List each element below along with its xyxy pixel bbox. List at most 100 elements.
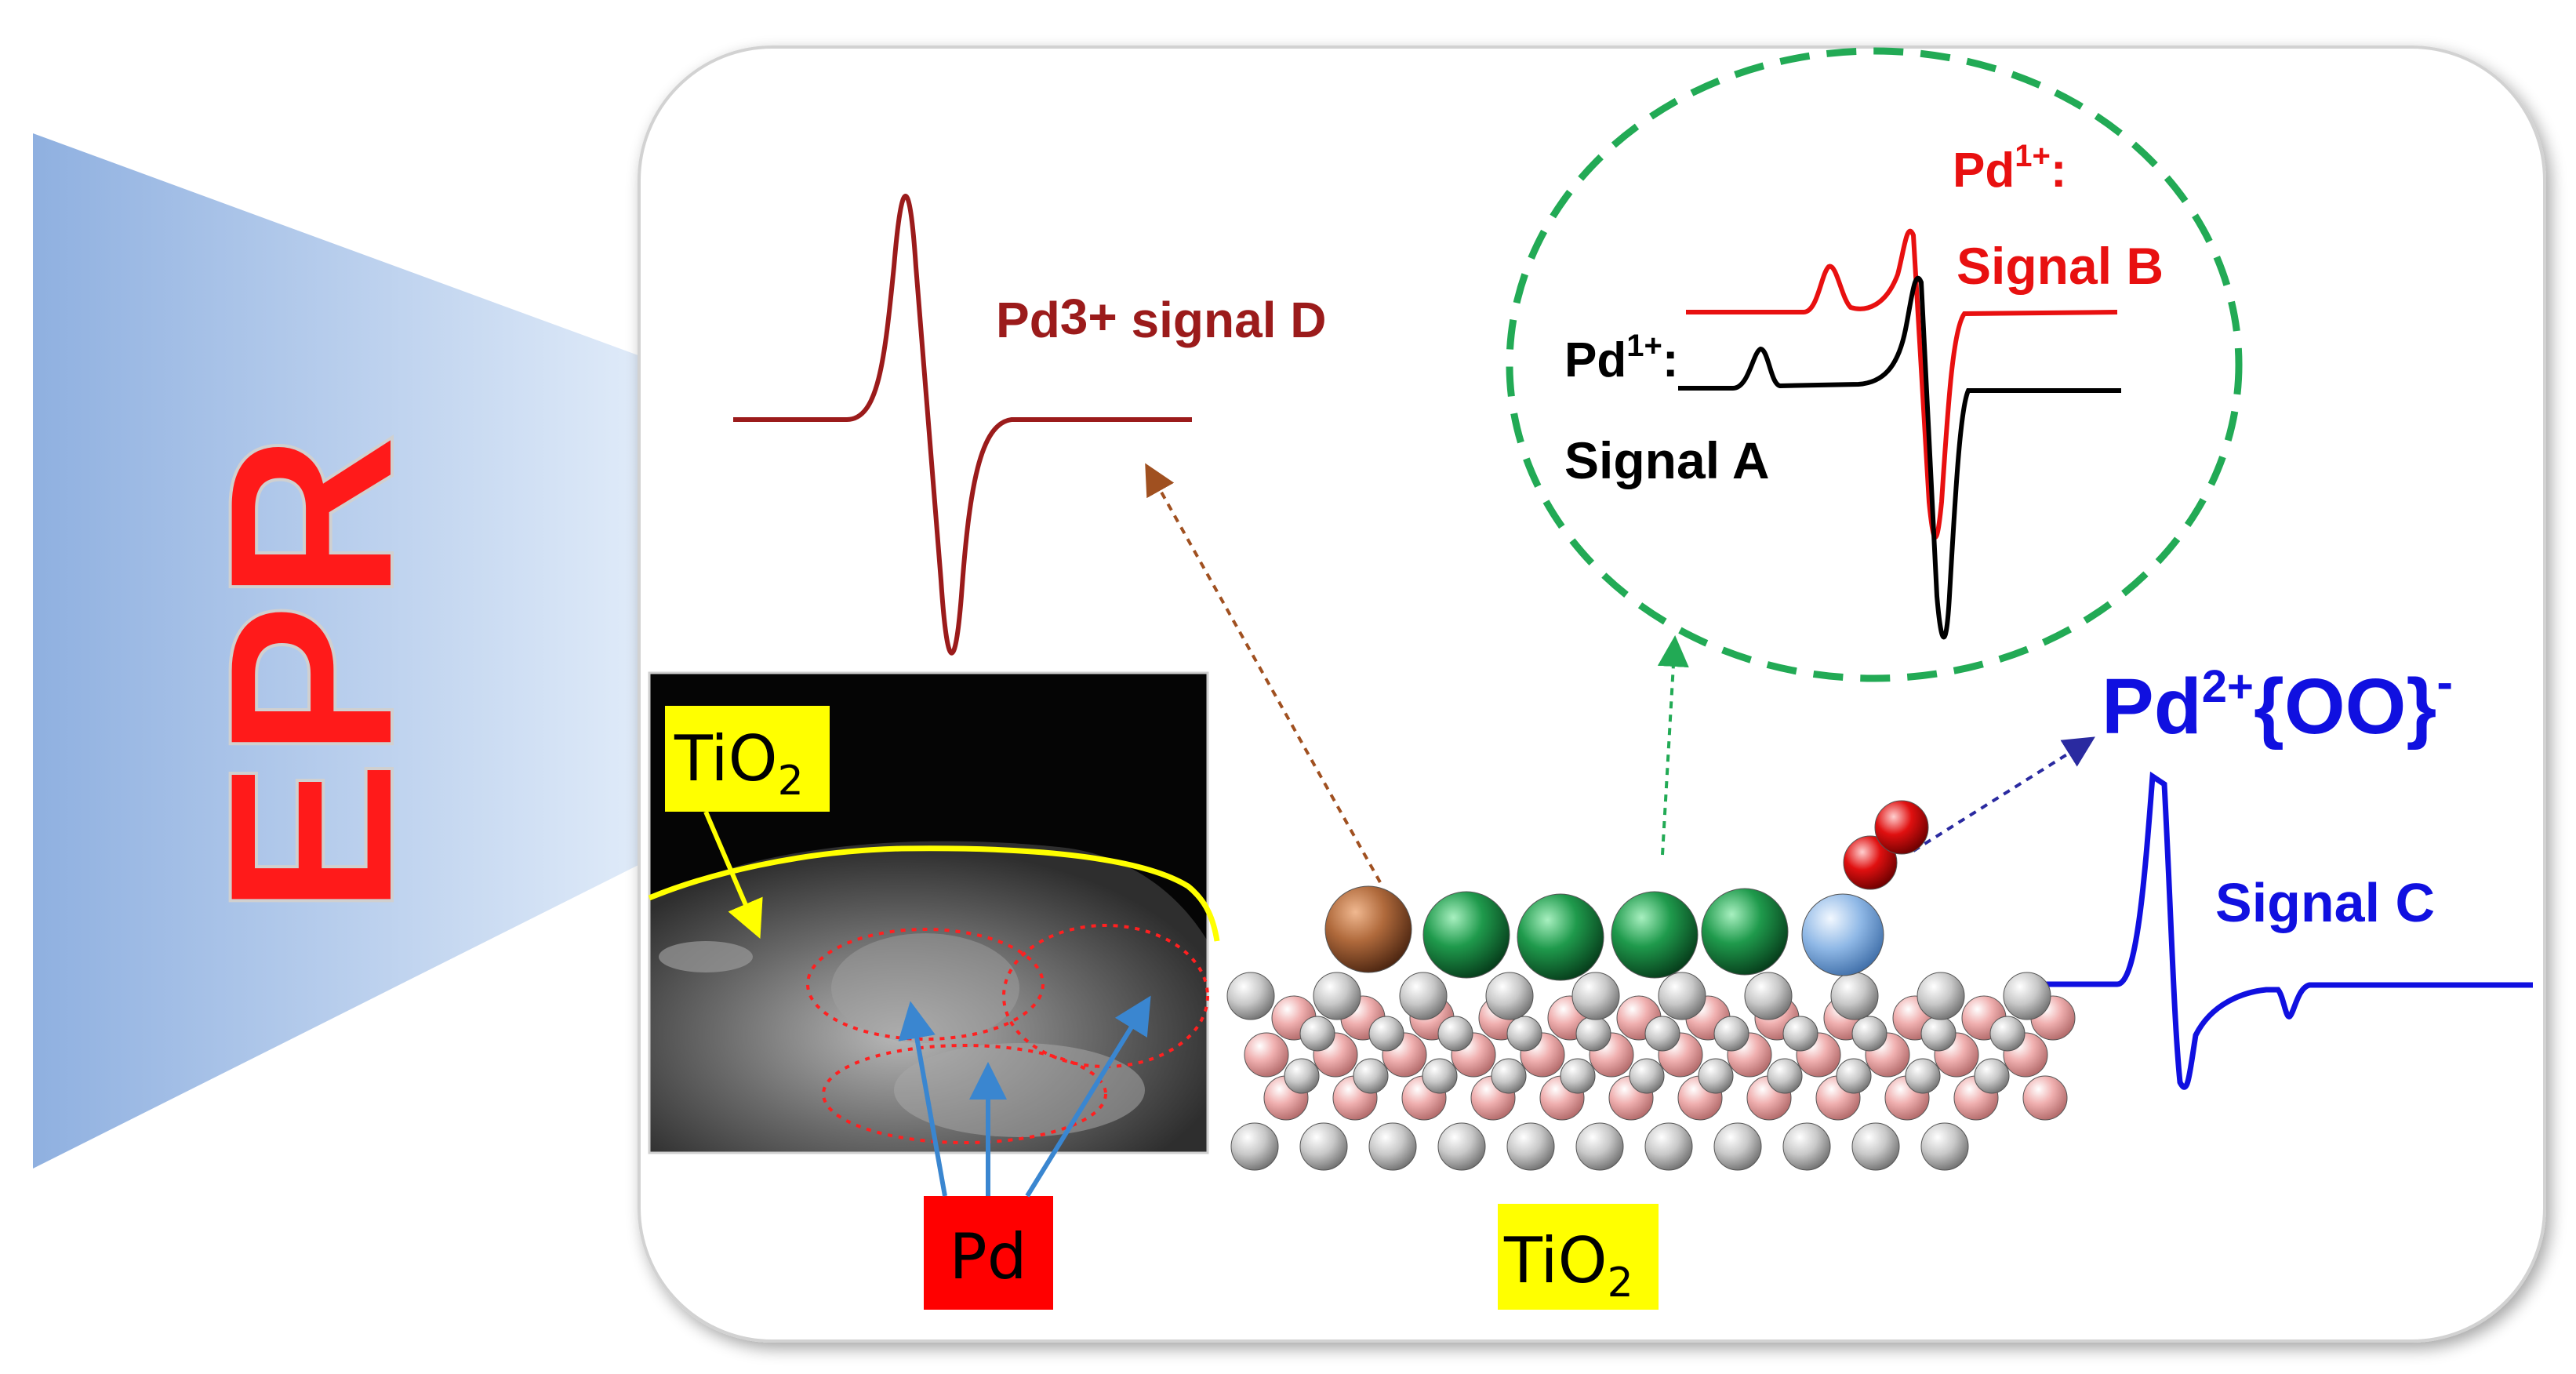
signal-c-species-label: Pd2+{OO}- bbox=[2102, 656, 2453, 751]
signal-c-species: Pd bbox=[2102, 663, 2202, 751]
signal-b-colon: : bbox=[2051, 144, 2067, 198]
epr-beam bbox=[33, 133, 674, 1169]
ti-atom bbox=[1782, 1122, 1831, 1171]
arrow-to-signal-d bbox=[1145, 463, 1382, 883]
signal-d-prefix: Pd bbox=[996, 292, 1060, 348]
pd-atom-green bbox=[1422, 891, 1510, 979]
ti-atom bbox=[1368, 1016, 1404, 1052]
adsorbed-atoms bbox=[1324, 800, 1929, 981]
ti-atom bbox=[1368, 1122, 1417, 1171]
tio2-lattice bbox=[1226, 972, 2076, 1171]
ti-atom bbox=[1571, 972, 1620, 1020]
ti-atom bbox=[1506, 1016, 1542, 1052]
tio2-boundary-curve bbox=[648, 845, 1220, 942]
ti-atom bbox=[1575, 1016, 1611, 1052]
signal-a-name: Signal A bbox=[1564, 431, 1770, 489]
signal-d-trace bbox=[733, 194, 1192, 656]
signal-a-superscript: 1+ bbox=[1626, 329, 1662, 363]
ti-atom bbox=[1830, 972, 1879, 1020]
signal-b-trace bbox=[1686, 228, 2118, 540]
o-atom bbox=[2022, 1075, 2068, 1121]
ti-atom bbox=[1851, 1016, 1887, 1052]
signal-d-superscript: 3+ bbox=[1060, 289, 1117, 345]
ti-atom bbox=[1313, 972, 1361, 1020]
pd-label-box bbox=[924, 1196, 1053, 1310]
ti-atom bbox=[1399, 972, 1448, 1020]
arrow-to-signal-c bbox=[1912, 736, 2095, 852]
signal-c-superscript: 2+ bbox=[2202, 661, 2254, 712]
signal-b-superscript: 1+ bbox=[2015, 139, 2051, 173]
signal-a-colon: : bbox=[1662, 333, 1679, 387]
tem-tio2-label-box bbox=[665, 706, 830, 812]
ti-atom bbox=[1920, 1122, 1969, 1171]
signal-d-label: Pd3+ signal D bbox=[996, 289, 1326, 348]
ti-atom bbox=[1851, 1122, 1900, 1171]
pd-particle-outline-1 bbox=[806, 928, 1045, 1041]
oxygen-atom bbox=[1874, 800, 1929, 855]
model-tio2-main: TiO bbox=[1503, 1224, 1608, 1297]
pd-atom-brown bbox=[1324, 885, 1412, 973]
signal-c-charge: - bbox=[2436, 656, 2453, 710]
ti-atom bbox=[1560, 1058, 1596, 1094]
ti-atom bbox=[1353, 1058, 1389, 1094]
ti-atom bbox=[1713, 1122, 1762, 1171]
ti-atom bbox=[1230, 1122, 1279, 1171]
pd-arrow-1 bbox=[898, 1001, 947, 1197]
ti-atom bbox=[1920, 1016, 1957, 1052]
ti-atom bbox=[1782, 1016, 1818, 1052]
signal-d-suffix: signal D bbox=[1117, 292, 1327, 348]
ti-atom bbox=[1767, 1058, 1803, 1094]
ti-atom bbox=[1974, 1058, 2010, 1094]
ti-atom bbox=[1989, 1016, 2026, 1052]
ti-atom bbox=[1491, 1058, 1527, 1094]
pd-label: Pd bbox=[949, 1220, 1026, 1293]
ti-atom bbox=[1299, 1122, 1348, 1171]
model-tio2-subscript: 2 bbox=[1608, 1260, 1633, 1307]
tem-tio2-subscript: 2 bbox=[778, 758, 804, 805]
zoom-bubble bbox=[1506, 47, 2243, 682]
ti-atom bbox=[1506, 1122, 1555, 1171]
signal-a-species: Pd bbox=[1564, 333, 1626, 387]
ti-atom bbox=[1422, 1058, 1458, 1094]
ti-atom bbox=[1437, 1122, 1486, 1171]
model-tio2-label: TiO2 bbox=[1503, 1224, 1633, 1307]
pd-arrow-3 bbox=[1025, 995, 1151, 1198]
pd-particle-outline-2 bbox=[1002, 924, 1209, 1068]
ti-atom bbox=[2003, 972, 2051, 1020]
ti-atom bbox=[1629, 1058, 1665, 1094]
o-atom bbox=[1244, 1032, 1289, 1078]
ti-atom bbox=[1658, 972, 1706, 1020]
ti-atom bbox=[1485, 972, 1534, 1020]
ti-atom bbox=[1698, 1058, 1734, 1094]
ti-atom bbox=[1917, 972, 1965, 1020]
model-tio2-label-box bbox=[1498, 1204, 1659, 1310]
pd-atom-green bbox=[1611, 891, 1699, 979]
ti-atom bbox=[1226, 972, 1275, 1020]
signal-c-trace bbox=[2015, 771, 2533, 1090]
signal-a-species-label: Pd1+: bbox=[1564, 329, 1679, 387]
signal-b-species: Pd bbox=[1953, 144, 2015, 198]
pd-atom-blue bbox=[1801, 893, 1884, 976]
oxygen-atom bbox=[1843, 835, 1898, 890]
tem-tio2-label: TiO2 bbox=[674, 722, 804, 805]
pd-atom-green bbox=[1517, 893, 1604, 981]
signal-b-species-label: Pd1+: bbox=[1953, 139, 2067, 198]
ti-atom bbox=[1644, 1016, 1680, 1052]
ti-atom bbox=[1644, 1122, 1693, 1171]
ti-atom bbox=[1437, 1016, 1473, 1052]
tio2-pointer-arrow bbox=[703, 810, 763, 940]
ti-atom bbox=[1299, 1016, 1335, 1052]
signal-c-ligand: {OO} bbox=[2254, 663, 2436, 751]
ti-atom bbox=[1575, 1122, 1624, 1171]
signal-c-name: Signal C bbox=[2215, 872, 2435, 933]
pd-particle-outline-3 bbox=[822, 1044, 1107, 1144]
ti-atom bbox=[1744, 972, 1793, 1020]
ti-atom bbox=[1836, 1058, 1872, 1094]
tem-tio2-main: TiO bbox=[674, 722, 778, 795]
signal-b-name: Signal B bbox=[1957, 237, 2164, 295]
ti-atom bbox=[1713, 1016, 1749, 1052]
ti-atom bbox=[1284, 1058, 1320, 1094]
signal-a-trace bbox=[1678, 275, 2121, 640]
pd-atom-green bbox=[1701, 888, 1789, 976]
